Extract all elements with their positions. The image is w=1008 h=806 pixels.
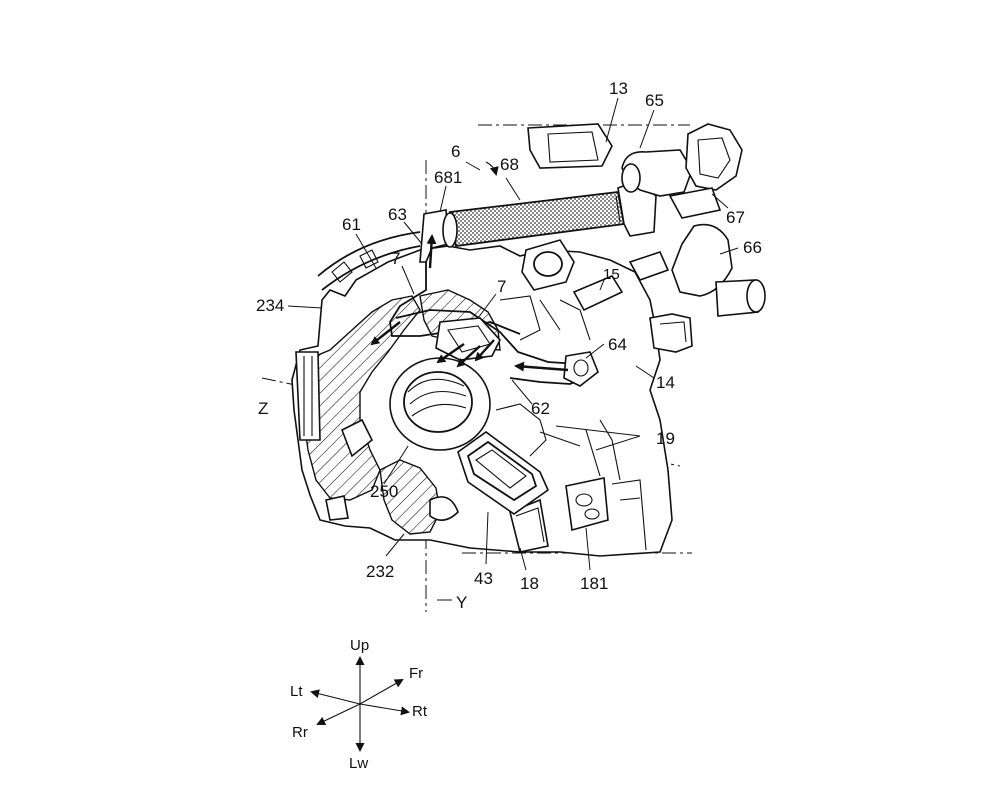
label-63: 63 — [388, 205, 407, 224]
compass-fr-arrow — [359, 679, 404, 705]
upper-housing-curve — [317, 231, 421, 291]
separator-43 — [457, 431, 549, 515]
flow-arrow-down-1 — [436, 343, 465, 364]
label-43: 43 — [474, 569, 493, 588]
compass-fr-label: Fr — [409, 665, 423, 682]
lower-pocket-3 — [325, 495, 349, 521]
right-mount-block — [649, 313, 693, 353]
label-232: 232 — [366, 562, 394, 581]
flow-arrow-inlet — [514, 361, 569, 372]
baffle-62 — [395, 309, 592, 385]
bracket-181 — [565, 477, 609, 532]
hatched-section-lower — [379, 459, 441, 535]
label-66: 66 — [743, 238, 762, 257]
engine-body — [291, 231, 693, 557]
passages — [370, 234, 599, 387]
compass-lt-label: Lt — [290, 683, 303, 700]
lower-pocket-2 — [429, 496, 459, 521]
label-64: 64 — [608, 335, 627, 354]
flow-arrow-down-3 — [474, 339, 495, 362]
bolt-15b — [628, 251, 670, 281]
reference-labels: 13 65 6 68 681 63 61 67 66 7 7 15 234 64… — [256, 79, 762, 612]
label-250: 250 — [370, 482, 398, 501]
pipe-65-end — [621, 163, 641, 193]
hose-68 — [448, 191, 626, 248]
label-18: 18 — [520, 574, 539, 593]
valve-67-base — [668, 187, 722, 219]
leader-lines — [287, 97, 739, 601]
flow-arrow-up — [426, 234, 437, 269]
label-62: 62 — [531, 399, 550, 418]
label-67: 67 — [726, 208, 745, 227]
flow-arrow-left — [370, 321, 401, 346]
label-181: 181 — [580, 574, 608, 593]
label-y: Y — [456, 593, 467, 612]
label-z: Z — [258, 399, 268, 418]
label-14: 14 — [656, 373, 675, 392]
valve-67 — [685, 123, 743, 191]
hatched-section-left — [303, 295, 421, 501]
bore-inner — [403, 371, 473, 433]
connector-13 — [527, 123, 613, 169]
left-flange — [295, 351, 321, 441]
label-7-left: 7 — [391, 249, 400, 268]
label-6: 6 — [451, 142, 460, 161]
compass-rt-label: Rt — [412, 703, 428, 720]
sensor-boss — [521, 239, 575, 291]
compass-rr-label: Rr — [292, 724, 308, 741]
outlet-pipe-end — [746, 279, 766, 313]
lower-pocket-1 — [340, 418, 374, 458]
label-61: 61 — [342, 215, 361, 234]
bolt-15 — [572, 274, 624, 312]
direction-compass: Up Lw Lt Rt Fr Rr — [290, 637, 428, 772]
compass-up-label: Up — [350, 637, 369, 654]
hose-66 — [671, 223, 733, 297]
label-15: 15 — [603, 266, 620, 283]
compass-rr-arrow — [316, 703, 361, 726]
label-7-right: 7 — [497, 277, 506, 296]
label-68: 68 — [500, 155, 519, 174]
label-234: 234 — [256, 296, 284, 315]
compass-rt-arrow — [359, 703, 410, 716]
fitting-64 — [563, 351, 599, 387]
label-19: 19 — [656, 429, 675, 448]
label-65: 65 — [645, 91, 664, 110]
compass-lw-label: Lw — [349, 755, 368, 772]
fitting-681-ring — [442, 212, 458, 248]
label-13: 13 — [609, 79, 628, 98]
compass-lt-arrow — [310, 689, 361, 705]
label-681: 681 — [434, 168, 462, 187]
flow-arrow-down-2 — [456, 345, 481, 368]
